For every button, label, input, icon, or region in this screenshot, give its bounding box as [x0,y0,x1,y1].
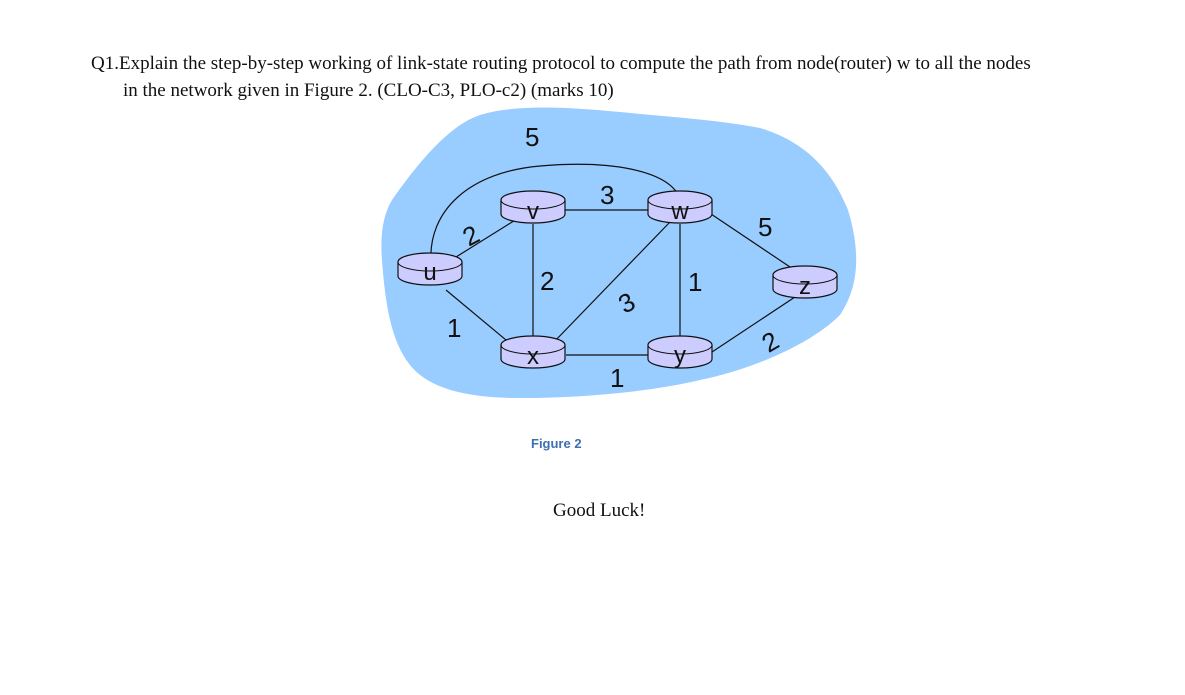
router-w: w [647,190,713,225]
router-v-label: v [527,198,539,225]
cost-u-w: 5 [525,122,539,152]
links [430,163,799,356]
router-z: z [772,265,838,300]
router-x-label: x [527,343,539,370]
router-z-label: z [799,273,811,300]
closing-text: Good Luck! [553,500,646,521]
link-w-x [552,221,671,344]
question-line-1: Q1.Explain the step-by-step working of l… [91,53,1031,74]
router-x: x [500,335,566,370]
router-y-label: y [674,342,686,369]
network-cloud [381,107,857,398]
link-u-x [445,289,513,346]
cost-v-w: 3 [600,180,614,210]
cost-v-x: 2 [540,266,554,296]
router-u: u [397,252,463,286]
cost-u-x: 1 [447,313,461,343]
link-u-v [447,213,526,263]
question-text: Q1.Explain the step-by-step working of l… [91,50,1151,104]
cost-w-y: 1 [688,267,702,297]
router-y: y [647,335,713,369]
link-u-w [430,163,681,263]
cost-w-z: 5 [758,212,772,242]
router-u-label: u [423,259,436,286]
router-v: v [500,190,566,225]
question-line-2: in the network given in Figure 2. (CLO-C… [123,80,614,101]
cost-x-y: 1 [610,363,624,393]
link-y-z [711,294,799,353]
router-w-label: w [670,198,689,225]
figure-caption: Figure 2 [531,436,582,451]
link-w-z [710,213,791,268]
